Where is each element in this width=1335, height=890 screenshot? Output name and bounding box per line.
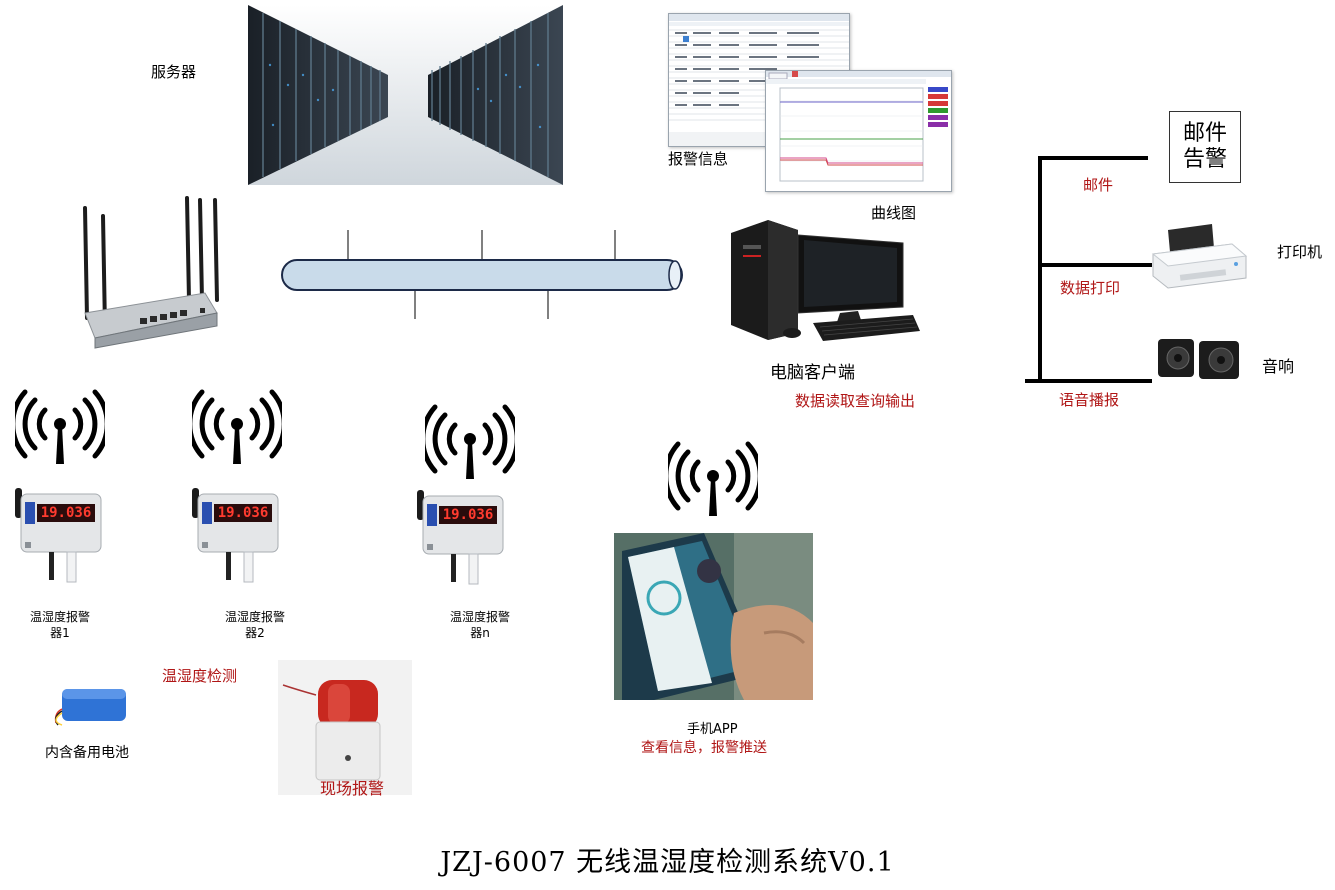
wireless-signal-icon (420, 395, 520, 483)
voice-broadcast-label: 语音播报 (1059, 391, 1120, 409)
speaker-label: 音响 (1262, 357, 1295, 376)
app-label: 手机APP (687, 722, 738, 737)
network-bus (270, 225, 690, 325)
sensor-label-n: 温湿度报警 器n (435, 609, 525, 641)
pc-image (728, 215, 923, 345)
app-description: 查看信息，报警推送 (641, 740, 767, 756)
sensor-label-line1: 温湿度报警 (449, 610, 510, 624)
router-image (55, 188, 240, 360)
speaker-image (1155, 335, 1243, 383)
siren-label: 现场报警 (320, 779, 385, 798)
wireless-signal-icon (187, 380, 287, 468)
output-tree-lines (1020, 150, 1160, 390)
sensor-device-2: 19.036 (192, 488, 282, 588)
sensor-label-line2: 器n (470, 626, 490, 640)
alarm-info-label: 报警信息 (668, 150, 729, 168)
sensor-display: 19.036 (40, 505, 92, 521)
mail-alarm-box: 邮件 告警 (1169, 111, 1241, 183)
sensor-label-line1: 温湿度报警 (29, 610, 90, 624)
pc-description: 数据读取查询输出 (795, 392, 916, 410)
mail-alarm-line2: 告警 (1182, 147, 1227, 172)
server-label: 服务器 (151, 63, 197, 81)
server-room-image (248, 5, 563, 185)
sensor-label-line2: 器1 (50, 626, 70, 640)
sensor-device-1: 19.036 (15, 488, 105, 588)
wireless-signal-icon (10, 380, 110, 468)
sensor-label-line2: 器2 (245, 626, 265, 640)
sensor-label-line1: 温湿度报警 (224, 610, 285, 624)
sensor-label-1: 温湿度报警 器1 (15, 609, 105, 641)
sensor-display: 19.036 (217, 505, 269, 521)
mobile-app-image (614, 533, 813, 700)
detection-label: 温湿度检测 (162, 667, 238, 685)
siren-image (278, 660, 412, 795)
pc-label: 电脑客户端 (770, 363, 855, 383)
battery-label: 内含备用电池 (45, 745, 129, 761)
curve-label: 曲线图 (871, 204, 917, 222)
sensor-display: 19.036 (442, 507, 494, 523)
sensor-label-2: 温湿度报警 器2 (210, 609, 300, 641)
printer-label: 打印机 (1277, 243, 1323, 261)
diagram-title: JZJ-6007 无线温湿度检测系统V0.1 (440, 847, 895, 878)
mail-alarm-line1: 邮件 (1182, 121, 1227, 146)
data-print-label: 数据打印 (1060, 279, 1121, 297)
wireless-signal-icon (663, 432, 763, 520)
sensor-device-n: 19.036 (417, 490, 507, 590)
mail-label: 邮件 (1083, 176, 1114, 194)
printer-image (1150, 220, 1250, 292)
battery-image (48, 683, 130, 729)
curve-screenshot (765, 70, 952, 192)
